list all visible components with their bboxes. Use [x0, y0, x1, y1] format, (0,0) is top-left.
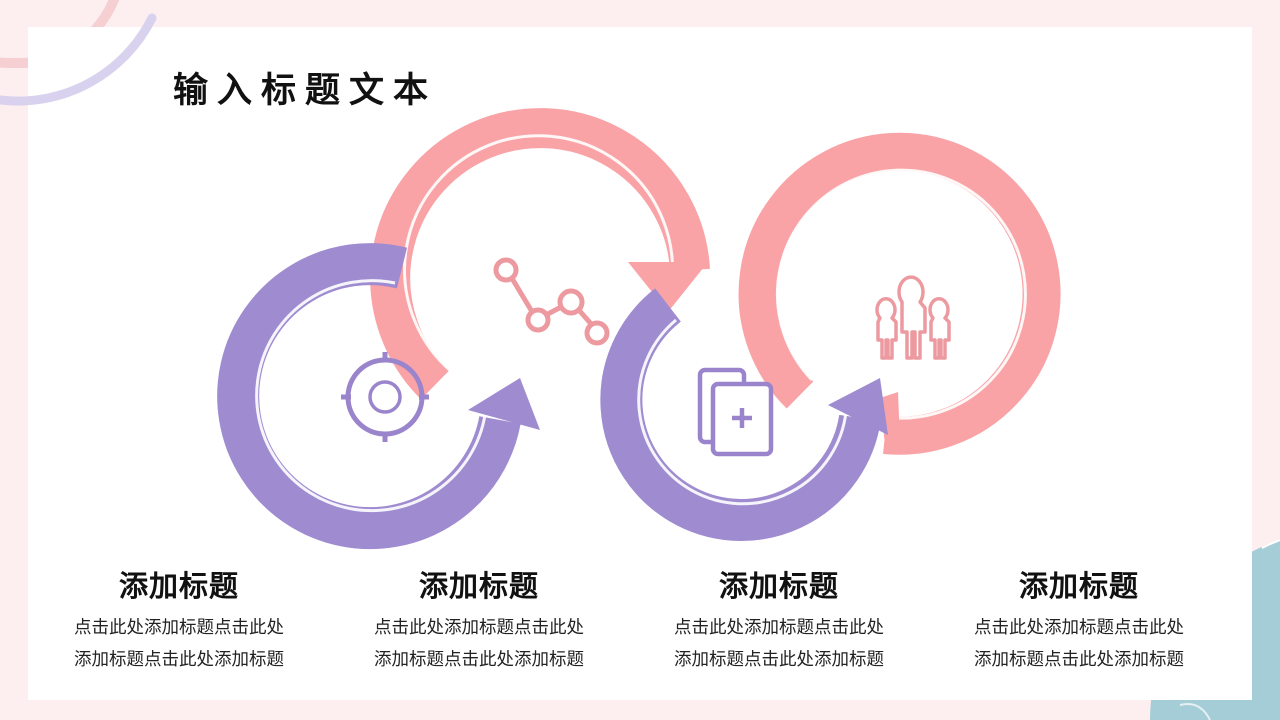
- add-document-icon: [697, 367, 774, 457]
- step-description: 点击此处添加标题点击此处 添加标题点击此处添加标题: [329, 612, 629, 676]
- pink-ring-2: [738, 132, 1061, 455]
- step-description-line-1: 点击此处添加标题点击此处: [674, 618, 884, 638]
- step-column-4: 添加标题 点击此处添加标题点击此处 添加标题点击此处添加标题: [929, 566, 1229, 676]
- step-description: 点击此处添加标题点击此处 添加标题点击此处添加标题: [29, 612, 329, 676]
- pink-arrow-1: [370, 108, 710, 400]
- step-column-1: 添加标题 点击此处添加标题点击此处 添加标题点击此处添加标题: [29, 566, 329, 676]
- step-column-2: 添加标题 点击此处添加标题点击此处 添加标题点击此处添加标题: [329, 566, 629, 676]
- step-description-line-2: 添加标题点击此处添加标题: [374, 650, 584, 670]
- step-heading: 添加标题: [718, 569, 839, 603]
- purple-arrow-1: [217, 243, 540, 550]
- group-people-icon: [875, 275, 951, 360]
- step-description-line-2: 添加标题点击此处添加标题: [74, 650, 284, 670]
- step-description-line-1: 点击此处添加标题点击此处: [374, 618, 584, 638]
- network-nodes-icon: [493, 257, 610, 346]
- purple-arrow-2: [600, 288, 888, 541]
- lavender-arc-decoration: [0, 13, 157, 106]
- page-title: 输入标题文本: [173, 71, 438, 111]
- step-description-line-2: 添加标题点击此处添加标题: [674, 650, 884, 670]
- step-heading: 添加标题: [1018, 569, 1139, 603]
- pink-arc-decoration: [90, 0, 120, 35]
- step-heading: 添加标题: [118, 569, 239, 603]
- step-heading: 添加标题: [418, 569, 539, 603]
- step-description-line-1: 点击此处添加标题点击此处: [74, 618, 284, 638]
- step-description: 点击此处添加标题点击此处 添加标题点击此处添加标题: [929, 612, 1229, 676]
- teal-arc-line-decoration-2: [1179, 703, 1211, 720]
- target-icon: [341, 352, 429, 442]
- step-description-line-2: 添加标题点击此处添加标题: [974, 650, 1184, 670]
- step-description: 点击此处添加标题点击此处 添加标题点击此处添加标题: [629, 612, 929, 676]
- step-column-3: 添加标题 点击此处添加标题点击此处 添加标题点击此处添加标题: [629, 566, 929, 676]
- step-description-line-1: 点击此处添加标题点击此处: [974, 618, 1184, 638]
